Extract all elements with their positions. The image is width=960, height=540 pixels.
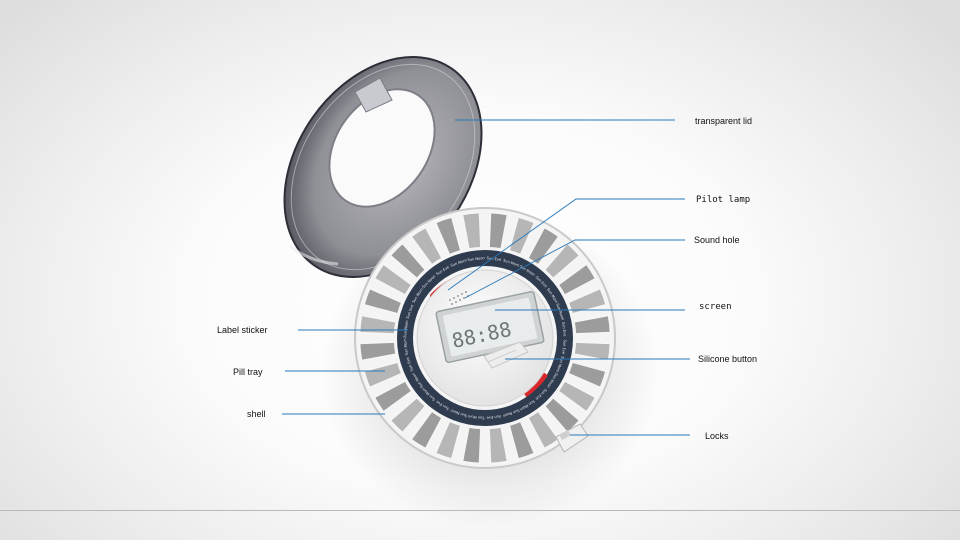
pill-compartment[interactable] [460,210,483,251]
ring-label: Sun Morn [467,414,484,420]
silicone-button[interactable] [483,341,529,369]
ring-label: Sun Morn [403,338,409,355]
pill-compartment[interactable] [565,286,609,317]
ring-label: Sun Noon [467,256,485,262]
pill-compartment[interactable] [572,340,613,363]
ring-label: Sun Eve [486,414,502,420]
pill-compartment[interactable] [506,214,537,258]
ring-label: Sun Eve [486,256,502,262]
sound-hole [449,291,469,305]
ring-label: Sun Noon [450,408,468,418]
ring-label: Sun Eve [435,265,450,277]
label-sticker [397,250,573,426]
pill-compartment[interactable] [372,261,415,298]
ring-label: Sun Noon [502,408,520,418]
label-pill-tray: Pill tray [233,367,263,377]
label-transparent-lid: transparent lid [695,116,753,126]
ring-label: Sun Morn [450,258,467,267]
ring-label: Sun Eve [405,356,414,372]
label-sound-hole: Sound hole [694,235,740,245]
pill-compartment[interactable] [433,214,464,258]
label-screen: screen [699,302,732,312]
pill-compartment[interactable] [555,261,598,298]
pill-compartment[interactable] [506,418,537,462]
pill-compartment[interactable] [387,395,428,436]
pill-compartment[interactable] [387,240,428,281]
pill-compartment[interactable] [408,225,445,268]
ring-label: Sun Eve [406,303,415,319]
pill-compartment[interactable] [433,418,464,462]
pill-compartment[interactable] [555,378,598,415]
ring-label: Sun Morn [555,356,564,373]
pill-compartment[interactable] [487,210,510,251]
pill-compartment[interactable] [460,425,483,466]
pill-tray [357,210,613,466]
pill-compartment[interactable] [408,408,445,451]
pill-compartment[interactable] [487,425,510,466]
ring-label: Sun Morn [503,258,520,267]
label-shell: shell [247,409,266,419]
pill-compartment[interactable] [372,378,415,415]
ring-label: Sun Noon [555,303,565,321]
pill-compartment[interactable] [357,340,398,363]
label-locks: Locks [705,431,729,441]
pill-compartment[interactable] [525,225,562,268]
pill-compartment[interactable] [572,313,613,336]
ring-label: Sun Noon [403,320,409,338]
label-silicone-button: Silicone button [698,354,758,364]
label-label-sticker: Label sticker [217,325,268,335]
ring-label: Sun Eve [435,399,450,411]
callout-sound-hole [464,239,685,299]
ring-label: Sun Eve [561,339,567,355]
pill-compartment[interactable] [565,359,609,390]
callout-pilot-lamp [447,198,685,291]
callout-lines [282,119,690,436]
bottom-rule [0,510,960,511]
label-pilot-lamp: Pilot lamp [696,195,751,205]
ring-label: Sun Eve [561,322,567,338]
pill-compartment[interactable] [361,286,405,317]
lock[interactable] [555,423,589,453]
